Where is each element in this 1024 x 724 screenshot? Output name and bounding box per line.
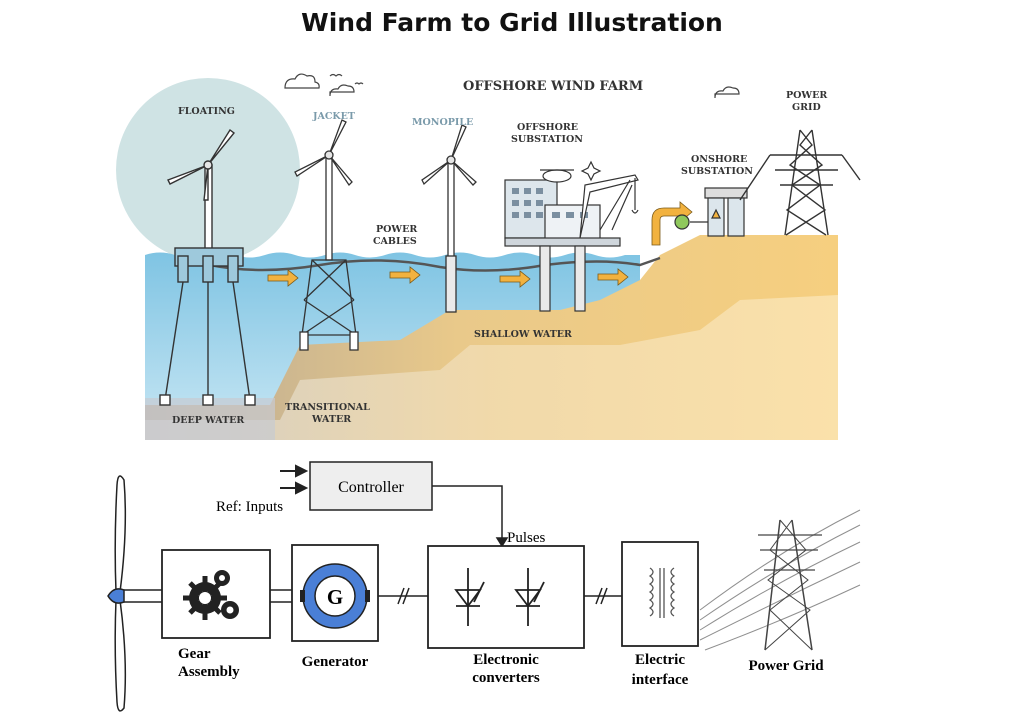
label-monopile: MONOPILE [412,117,473,128]
clouds [284,73,740,99]
label-transitional-water-1: TRANSITIONAL [285,402,370,413]
floating-turbine [159,128,256,406]
controller-box [309,461,433,511]
power-grid-label: Power Grid [748,658,824,674]
power-conversion-block-diagram: G Controller Ref: Inputs Pulses [107,461,861,712]
ac-link-1 [378,587,428,605]
pulses-label: Pulses [507,530,546,546]
label-offshore-substation-2: SUBSTATION [511,134,583,145]
thyristor-icon-1 [454,568,485,626]
label-offshore-substation-1: OFFSHORE [517,122,578,133]
label-transitional-water-2: WATER [311,414,351,425]
seabed-lower [145,295,838,440]
generator-label: Generator [302,654,369,670]
label-jacket: JACKET [312,111,355,122]
monopile-turbine [421,124,477,313]
gear-assembly-label-2: Assembly [178,664,240,680]
label-power-cables-2: CABLES [373,236,417,247]
ref-input-arrows [280,464,309,495]
pulses-line [432,485,509,548]
ac-link-2 [584,587,622,605]
power-grid-sketch [699,509,861,651]
label-deep-water: DEEP WATER [172,415,244,426]
electronic-converters-box [427,545,585,649]
label-onshore-substation-2: SUBSTATION [681,166,753,177]
label-shallow-water: SHALLOW WATER [474,329,572,340]
gear-icon [183,570,239,620]
generator-brush-marks [300,590,370,602]
jacket-turbine [294,119,359,351]
thyristor-icon-2 [514,568,545,626]
page-title: Wind Farm to Grid Illustration [301,8,723,37]
generator-core [314,575,356,617]
birds [329,73,364,85]
generator-symbol: G [327,585,343,609]
cable-arrows [267,266,629,288]
power-grid-tower [739,129,861,236]
electric-interface-label-1: Electric [635,652,685,668]
label-power-grid-2: GRID [792,102,821,113]
offshore-substation [504,160,639,312]
label-onshore-substation-1: ONSHORE [691,154,747,165]
electronic-converters-label-1: Electronic [473,652,539,668]
label-power-cables-1: POWER [376,224,417,235]
electric-interface-label-2: interface [632,672,689,688]
controller-label: Controller [338,479,404,496]
shaft [124,589,292,603]
turbine-rotor [107,475,127,712]
electronic-converters-label-2: converters [472,670,540,686]
offshore-wind-farm-illustration: OFFSHORE WIND FARM FLOATING JACKET MONOP… [116,73,861,440]
label-power-grid-1: POWER [786,90,827,101]
label-floating: FLOATING [178,106,235,117]
gear-assembly-label-1: Gear [178,646,211,662]
offshore-heading: OFFSHORE WIND FARM [463,79,643,94]
ref-inputs-label: Ref: Inputs [216,499,283,515]
onshore-substation [674,187,748,237]
transformer-icon [648,567,676,618]
